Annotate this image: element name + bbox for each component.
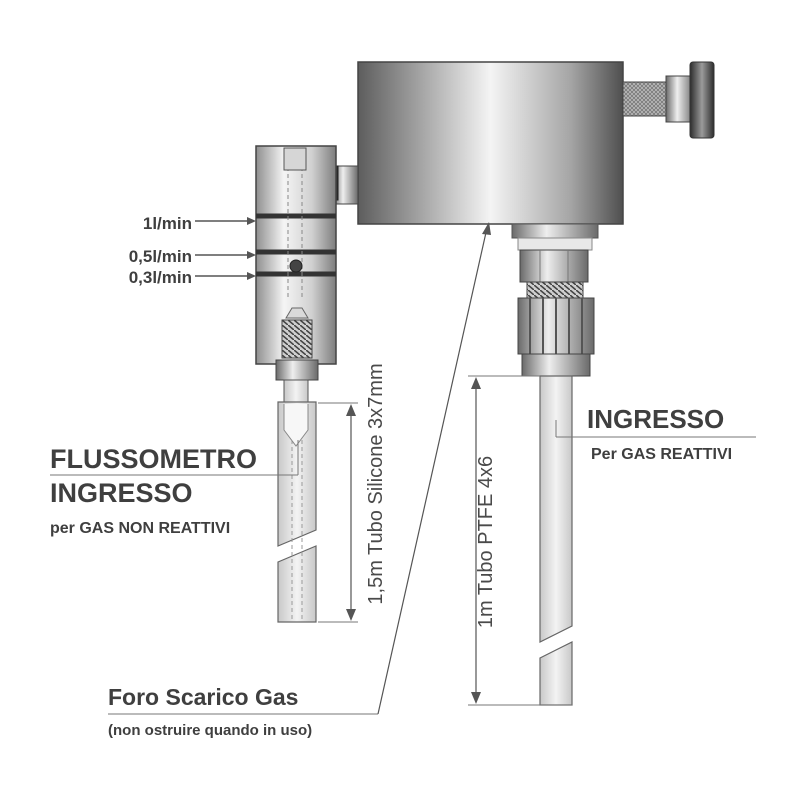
ptfe-tube: [539, 375, 573, 706]
silicone-tube-label: 1,5m Tubo Silicone 3x7mm: [365, 363, 387, 604]
main-cylinder-body: [357, 61, 624, 225]
exhaust-leader: [108, 222, 491, 715]
flowmeter-block: [255, 145, 337, 403]
reactive-inlet-sublabel: Per GAS REATTIVI: [591, 446, 732, 463]
flow-label-05: 0,5l/min: [129, 247, 192, 266]
flowmeter-inlet-sublabel: per GAS NON REATTIVI: [50, 520, 230, 537]
ptfe-dimension: [468, 375, 572, 706]
flowmeter-inlet-label: INGRESSO: [50, 478, 193, 508]
flowmeter-title: FLUSSOMETRO: [50, 444, 257, 474]
flow-label-03: 0,3l/min: [129, 268, 192, 287]
adjustment-knob: [622, 61, 715, 139]
ptfe-tube-label: 1m Tubo PTFE 4x6: [475, 456, 497, 628]
reactive-inlet-label: INGRESSO: [587, 404, 724, 434]
reactive-inlet-fitting: [511, 223, 599, 377]
exhaust-sublabel: (non ostruire quando in uso): [108, 722, 312, 739]
exhaust-title: Foro Scarico Gas: [108, 684, 298, 710]
flow-label-1: 1l/min: [143, 214, 192, 233]
silicone-dimension: [318, 402, 358, 623]
silicone-tube: [277, 401, 317, 623]
flow-rate-leaders: [195, 217, 256, 280]
